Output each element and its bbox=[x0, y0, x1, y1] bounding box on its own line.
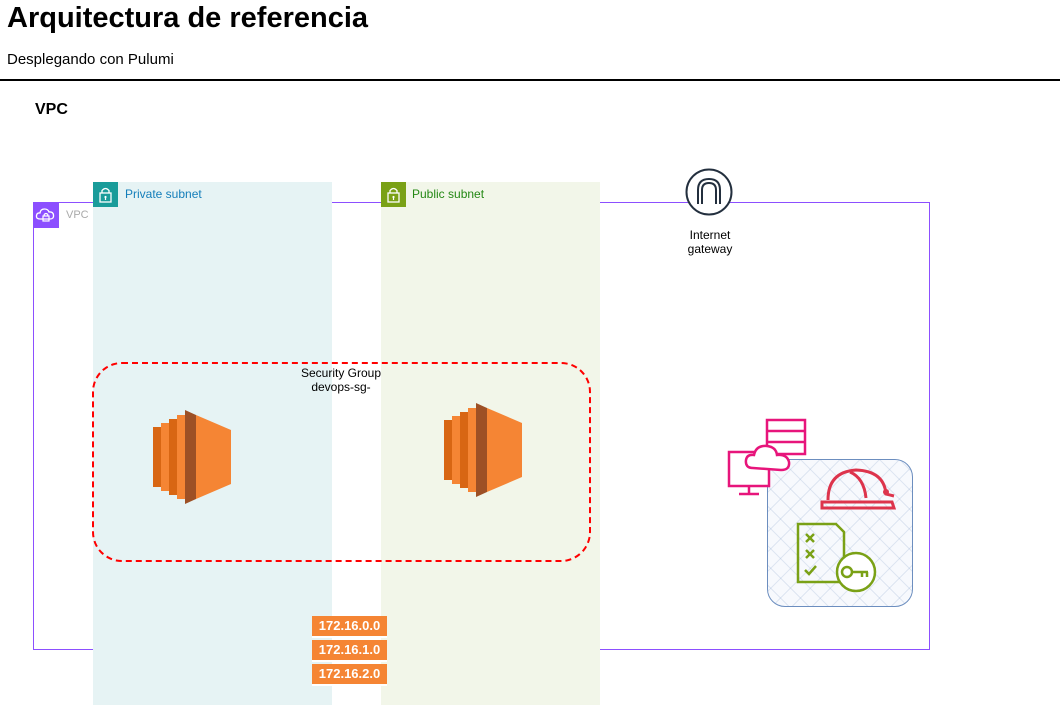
security-group-label: Security Group devops-sg- bbox=[286, 366, 396, 394]
ec2-instance-icon bbox=[444, 403, 524, 502]
security-group-label-line1: Security Group bbox=[300, 366, 382, 380]
internet-gateway-label-line2: gateway bbox=[687, 242, 733, 256]
vpc-label: VPC bbox=[66, 209, 89, 221]
cidr-block: 172.16.1.0 bbox=[312, 640, 387, 662]
internet-gateway-label: Internet gateway bbox=[670, 228, 750, 256]
vpc-cloud-lock-icon bbox=[33, 202, 59, 228]
ec2-instance-icon bbox=[153, 410, 233, 509]
checklist-key-icon bbox=[796, 522, 880, 599]
hard-hat-icon bbox=[818, 466, 898, 517]
section-label: VPC bbox=[35, 101, 68, 118]
page-subtitle: Desplegando con Pulumi bbox=[7, 51, 174, 68]
lock-icon bbox=[381, 182, 406, 207]
internet-gateway-icon bbox=[684, 168, 734, 223]
title-divider bbox=[0, 79, 1060, 81]
page-title: Arquitectura de referencia bbox=[7, 2, 369, 34]
private-subnet-label: Private subnet bbox=[125, 187, 202, 201]
public-subnet-label: Public subnet bbox=[412, 187, 485, 201]
lock-icon bbox=[93, 182, 118, 207]
cidr-block: 172.16.2.0 bbox=[312, 664, 387, 686]
internet-gateway-label-line1: Internet bbox=[689, 228, 731, 242]
security-group-label-line2: devops-sg- bbox=[311, 380, 371, 394]
client-server-icon bbox=[727, 418, 809, 503]
security-group-boundary bbox=[92, 362, 591, 562]
cidr-block: 172.16.0.0 bbox=[312, 616, 387, 638]
